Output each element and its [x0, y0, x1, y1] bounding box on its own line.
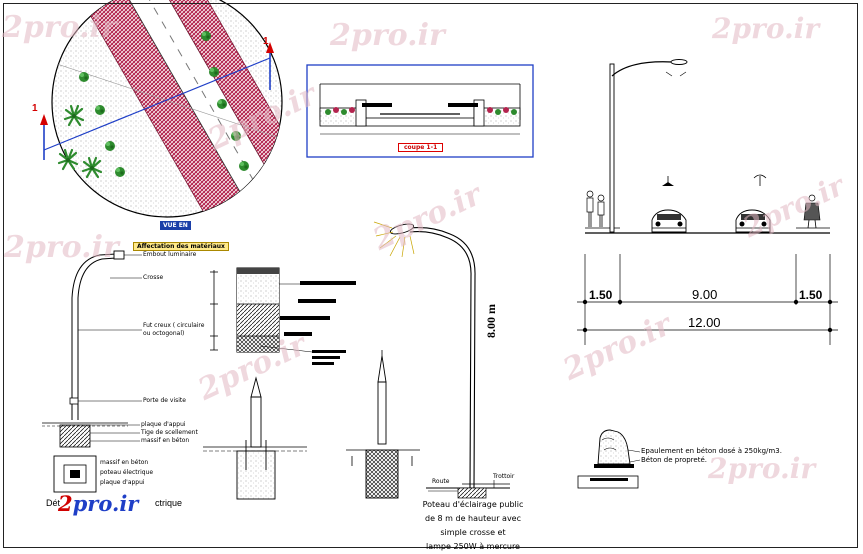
materials-title: Affectation des matériaux [133, 242, 229, 251]
pole-height-label: 8.00 m [484, 304, 498, 338]
section-cut-line [43, 57, 271, 151]
logo-text: pro.ir [72, 491, 139, 516]
street-profile [577, 59, 838, 345]
foundation-detail-b [346, 350, 420, 499]
tall-pole [373, 221, 510, 499]
shrub-icon [79, 72, 89, 82]
section-title: coupe 1-1 [398, 143, 444, 152]
callout-label: plaque d'appui [141, 421, 186, 428]
dimension-middle: 9.00 [692, 287, 718, 302]
dimension-left: 1.50 [589, 288, 613, 302]
road-label: Route [432, 478, 450, 485]
scale-plate: VUE EN [160, 221, 191, 230]
foundation-detail-a [203, 376, 307, 500]
lamp-icon [389, 223, 415, 235]
dimension-total: 12.00 [688, 315, 721, 330]
car-icon [735, 209, 771, 233]
legend-label: massif en béton [100, 459, 149, 466]
plan-view-circle [40, 0, 283, 218]
car-icon [651, 209, 687, 233]
caption-line: de 8 m de hauteur avec [424, 514, 521, 523]
shoulder-note: Béton de propreté. [641, 456, 707, 464]
pole-detail [42, 250, 142, 493]
caption-line: lampe 250W à mercure [426, 542, 520, 551]
street-pole [609, 63, 615, 233]
callout-label: Crosse [143, 274, 164, 281]
shoulder-note: Epaulement en béton dosé à 250kg/m3. [641, 447, 782, 455]
section-1-1-frame [306, 64, 534, 158]
layer-section-detail [210, 267, 356, 365]
logo-digit: 2 [58, 491, 73, 516]
caption-line: Poteau d'éclairage public [422, 500, 524, 509]
shoulder-detail [577, 429, 641, 489]
callout-label: Porte de visite [143, 397, 186, 404]
callout-label: Embout luminaire [143, 251, 197, 258]
callout-label: Tige de scellement [141, 429, 198, 436]
callout-label: Fut creux ( circulaire ou octogonal) [143, 322, 205, 337]
legend-label: poteau électrique [100, 469, 154, 476]
callout-label: massif en béton [141, 437, 190, 444]
detail-footer-left: Dét [46, 498, 61, 508]
dimension-right: 1.50 [799, 288, 823, 302]
lamp-icon [670, 59, 688, 65]
pole-caption: Poteau d'éclairage public de 8 m de haut… [420, 498, 526, 554]
pedestrian-icon [803, 194, 821, 229]
logo: 2pro.ir [58, 493, 138, 514]
pedestrian-icon [586, 190, 605, 227]
sidewalk-label: Trottoir [493, 473, 515, 480]
legend-label: plaque d'appui [100, 479, 145, 486]
section-marker-left: 1 [32, 103, 38, 114]
detail-footer-right: ctrique [155, 498, 183, 508]
caption-line: simple crosse et [440, 528, 506, 537]
section-marker-right: 1 [263, 36, 269, 47]
